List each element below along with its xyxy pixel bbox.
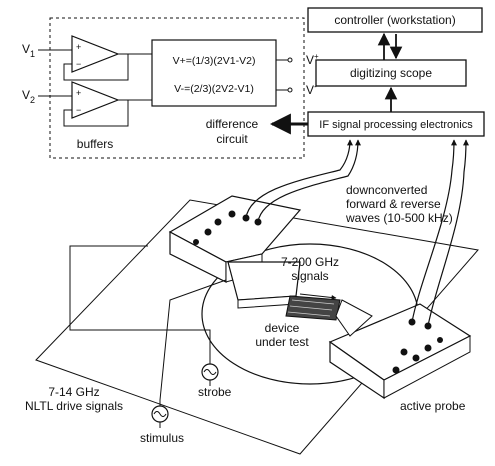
controller-box	[307, 7, 483, 33]
svg-text:−: −	[76, 105, 81, 115]
left-probe-block	[168, 195, 302, 309]
digitizing-scope-label: digitizing scope	[350, 66, 432, 80]
stimulus-label: stimulus	[140, 431, 184, 445]
right-probe-block	[328, 299, 472, 400]
vminus-equation: V-=(2/3)(2V2-V1)	[174, 83, 254, 95]
difference-circuit-label-2: circuit	[216, 132, 248, 146]
vplus-equation: V+=(1/3)(2V1-V2)	[173, 55, 256, 67]
digitizing-scope-box	[315, 59, 467, 87]
left-cable-1	[245, 139, 353, 219]
if-electronics-box	[307, 111, 485, 137]
svg-text:+: +	[76, 88, 81, 98]
device-under-test-label-2: under test	[255, 335, 309, 349]
strobe-label: strobe	[198, 385, 232, 399]
active-probe-label: active probe	[400, 399, 466, 413]
ghz-signals-label-2: signals	[291, 269, 328, 283]
ghz-signals-label-1: 7-200 GHz	[281, 255, 339, 269]
buffer-amplifier-2: + −	[63, 81, 152, 127]
device-under-test-chip	[285, 295, 341, 321]
nltl-drive-line	[69, 245, 211, 352]
right-cable-2	[427, 139, 469, 327]
left-cable-2	[257, 139, 361, 223]
downconverted-label-2: forward & reverse	[346, 197, 441, 211]
ghz-signal-arrow	[299, 293, 337, 300]
v2-label: V2	[22, 88, 35, 105]
nltl-label-1: 7-14 GHz	[48, 385, 99, 399]
svg-text:+: +	[76, 42, 81, 52]
base-plane	[35, 199, 479, 455]
difference-circuit-region	[49, 17, 305, 159]
difference-circuit-label-1: difference	[206, 117, 259, 131]
vplus-output-label: V+	[306, 52, 319, 67]
v1-label: V1	[22, 42, 35, 59]
buffers-label: buffers	[77, 137, 113, 151]
right-cable-1	[411, 139, 457, 323]
nltl-label-2: NLTL drive signals	[25, 399, 123, 413]
difference-equation-box	[151, 39, 277, 107]
buffer-amplifier-1: + −	[63, 35, 152, 81]
device-under-test-label-1: device	[265, 321, 300, 335]
downconverted-label-1: downconverted	[346, 183, 427, 197]
downconverted-label-3: waves (10-500 kHz)	[345, 211, 453, 225]
svg-text:−: −	[76, 59, 81, 69]
vminus-output-label: V-	[306, 82, 317, 97]
if-electronics-label: IF signal processing electronics	[319, 119, 473, 131]
controller-label: controller (workstation)	[334, 13, 455, 27]
